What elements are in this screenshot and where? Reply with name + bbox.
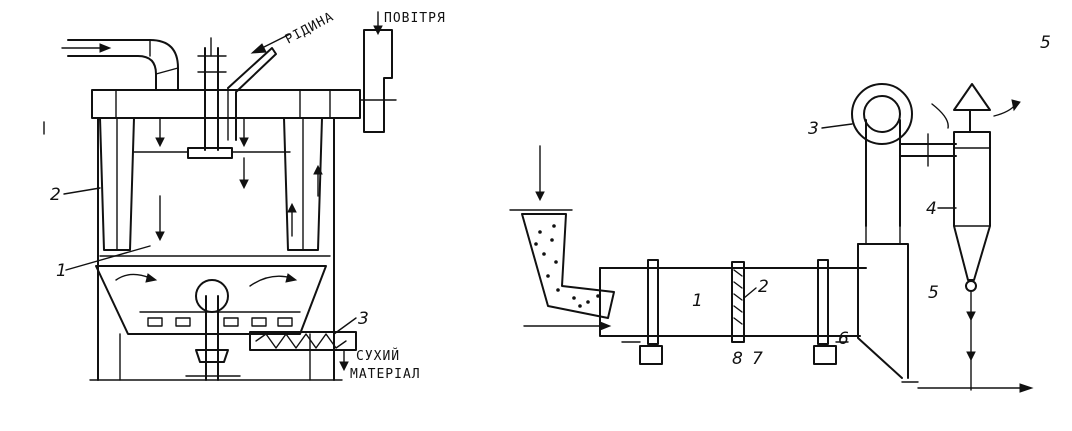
caption-dry-1: СУХИЙ: [356, 348, 400, 364]
label-r6: 6: [838, 329, 849, 349]
label-2: 2: [50, 185, 61, 205]
label-r8: 8: [732, 349, 743, 369]
air-inlet-arrow: [599, 321, 612, 331]
support-legs: [119, 333, 311, 381]
discharge-chamber: [857, 119, 919, 383]
label-r5: 5: [928, 283, 939, 303]
leader-r2: [743, 287, 757, 299]
drying-chamber: [89, 117, 343, 381]
caption-dry-2: МАТЕРІАЛ: [350, 367, 421, 382]
label-1: 1: [56, 261, 67, 281]
flow-arrows: [155, 117, 323, 242]
leader-r3: [821, 123, 853, 129]
caption-liquid: РІДИНА: [283, 9, 337, 47]
label-r3: 3: [808, 119, 819, 139]
leader-3: [333, 317, 357, 335]
exhaust-duct: [61, 39, 179, 91]
feed-hopper: [509, 145, 615, 319]
atomizer-disc: [133, 147, 291, 159]
leader-2: [63, 187, 101, 195]
cyclone: [931, 83, 1021, 391]
corner-mark: 5: [1040, 33, 1051, 53]
label-r7: 7: [752, 349, 763, 369]
liquid-feed-line: [197, 33, 291, 151]
rotary-drum: [599, 259, 867, 345]
air-inlet-fan: [359, 11, 397, 133]
hopper-material: [534, 224, 600, 308]
screw-conveyor: [249, 331, 357, 372]
spray-dryer-diagram: 1 2 3 ПОВІТРЯ РІДИНА СУХИЙ МАТЕРІАЛ: [50, 9, 446, 382]
chamber-cone: [95, 265, 327, 335]
exhaust-fan: [851, 83, 957, 167]
label-r2: 2: [758, 277, 769, 297]
label-r1: 1: [692, 291, 703, 311]
central-drive-shaft: [185, 279, 241, 381]
caption-air: ПОВІТРЯ: [384, 11, 446, 26]
label-3: 3: [358, 309, 369, 329]
rotary-drum-dryer-diagram: 1 2 3 4 5 6 7 8: [509, 83, 1034, 393]
leader-1: [65, 245, 151, 271]
discharge-arrow: [1019, 383, 1034, 393]
top-header-duct: [91, 89, 361, 119]
label-r4: 4: [926, 199, 937, 219]
drum-supports: [621, 341, 849, 365]
